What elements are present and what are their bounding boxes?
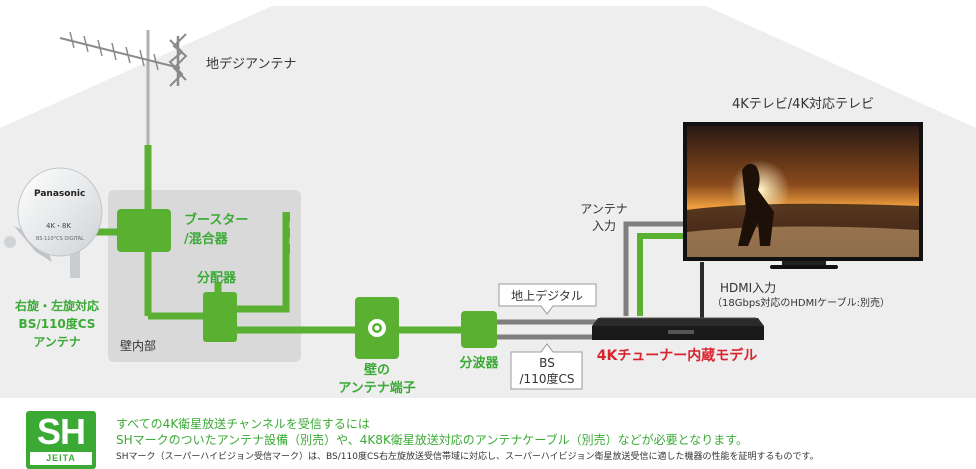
splitter-box (461, 311, 497, 348)
dish-label-line1: 右旋・左旋対応 (14, 298, 99, 313)
gray-cables (497, 221, 690, 340)
tv-green-cable (637, 233, 690, 316)
splitter-label: 分波器 (459, 355, 499, 371)
sh-mark-logo: SH JEITA (26, 411, 96, 469)
satellite-dish-icon: Panasonic 4K・8K BS·110°CS DIGITAL (4, 167, 103, 278)
hdmi-input-label: HDMI入力 (720, 281, 776, 295)
hdmi-note-label: （18Gbps対応のHDMIケーブル:別売） (712, 296, 890, 309)
terrestrial-digital-label: 地上デジタル (511, 288, 583, 303)
antenna-input-label-line2: 入力 (592, 219, 616, 233)
tv-device (683, 122, 923, 269)
footer-note: SHマーク（スーパーハイビジョン受信マーク）は、BS/110度CS右左旋放送受信… (116, 452, 819, 462)
footer-line1: すべての4K衛星放送チャンネルを受信するには (116, 417, 370, 431)
recorder-device (592, 317, 764, 340)
bs-cs-callout: BS /110度CS (510, 343, 583, 390)
wall-terminal-label-line2: アンテナ端子 (338, 380, 415, 396)
bs-label-line1: BS (539, 356, 555, 370)
sh-logo-jeita: JEITA (30, 452, 92, 465)
footer-line2: SHマークのついたアンテナ設備（別売）や、4K8K衛星放送対応のアンテナケーブル… (116, 433, 749, 447)
dish-model: BS·110°CS DIGITAL (36, 236, 84, 242)
terrestrial-antenna-label: 地デジアンテナ (206, 56, 296, 72)
distributor-label: 分配器 (197, 270, 237, 286)
dish-label-line3: アンテナ (33, 335, 81, 349)
dish-label-line2: BS/110度CS (19, 316, 96, 331)
bs-label-line2: /110度CS (520, 371, 575, 386)
booster-label-line1: ブースター (184, 212, 248, 228)
sh-logo-letters: SH (36, 411, 86, 452)
booster-box (117, 209, 171, 252)
terrestrial-antenna-icon (59, 30, 188, 145)
recorder-label: 4Kチューナー内蔵モデル (597, 347, 758, 364)
antenna-input-label-line1: アンテナ (580, 202, 628, 216)
wall-terminal-label-line1: 壁の (364, 362, 390, 378)
indoor-label: 壁内部 (120, 338, 156, 353)
dish-badge: 4K・8K (46, 222, 71, 230)
booster-label-line2: /混合器 (184, 231, 229, 247)
tv-label: 4Kテレビ/4K対応テレビ (732, 97, 874, 112)
dish-brand: Panasonic (34, 189, 85, 199)
terrestrial-digital-callout: 地上デジタル (498, 283, 597, 315)
tv-figure-silhouette (738, 163, 774, 246)
footer: SH JEITA すべての4K衛星放送チャンネルを受信するには SHマークのつい… (0, 404, 976, 469)
distributor-box (203, 292, 237, 342)
